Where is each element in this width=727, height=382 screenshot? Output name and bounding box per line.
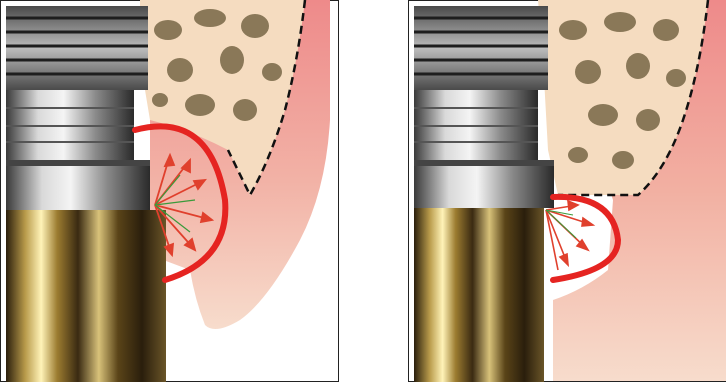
panel-right	[408, 0, 727, 382]
implant-thread-icon	[414, 6, 548, 90]
implant-diagram-right	[408, 0, 727, 382]
implant-diagram-left	[0, 0, 340, 382]
abutment-icon	[414, 208, 544, 382]
implant-thread-icon	[6, 6, 148, 90]
implant-platform	[414, 160, 554, 208]
abutment-icon	[6, 210, 166, 382]
panel-left	[0, 0, 340, 382]
implant-platform	[6, 160, 150, 210]
